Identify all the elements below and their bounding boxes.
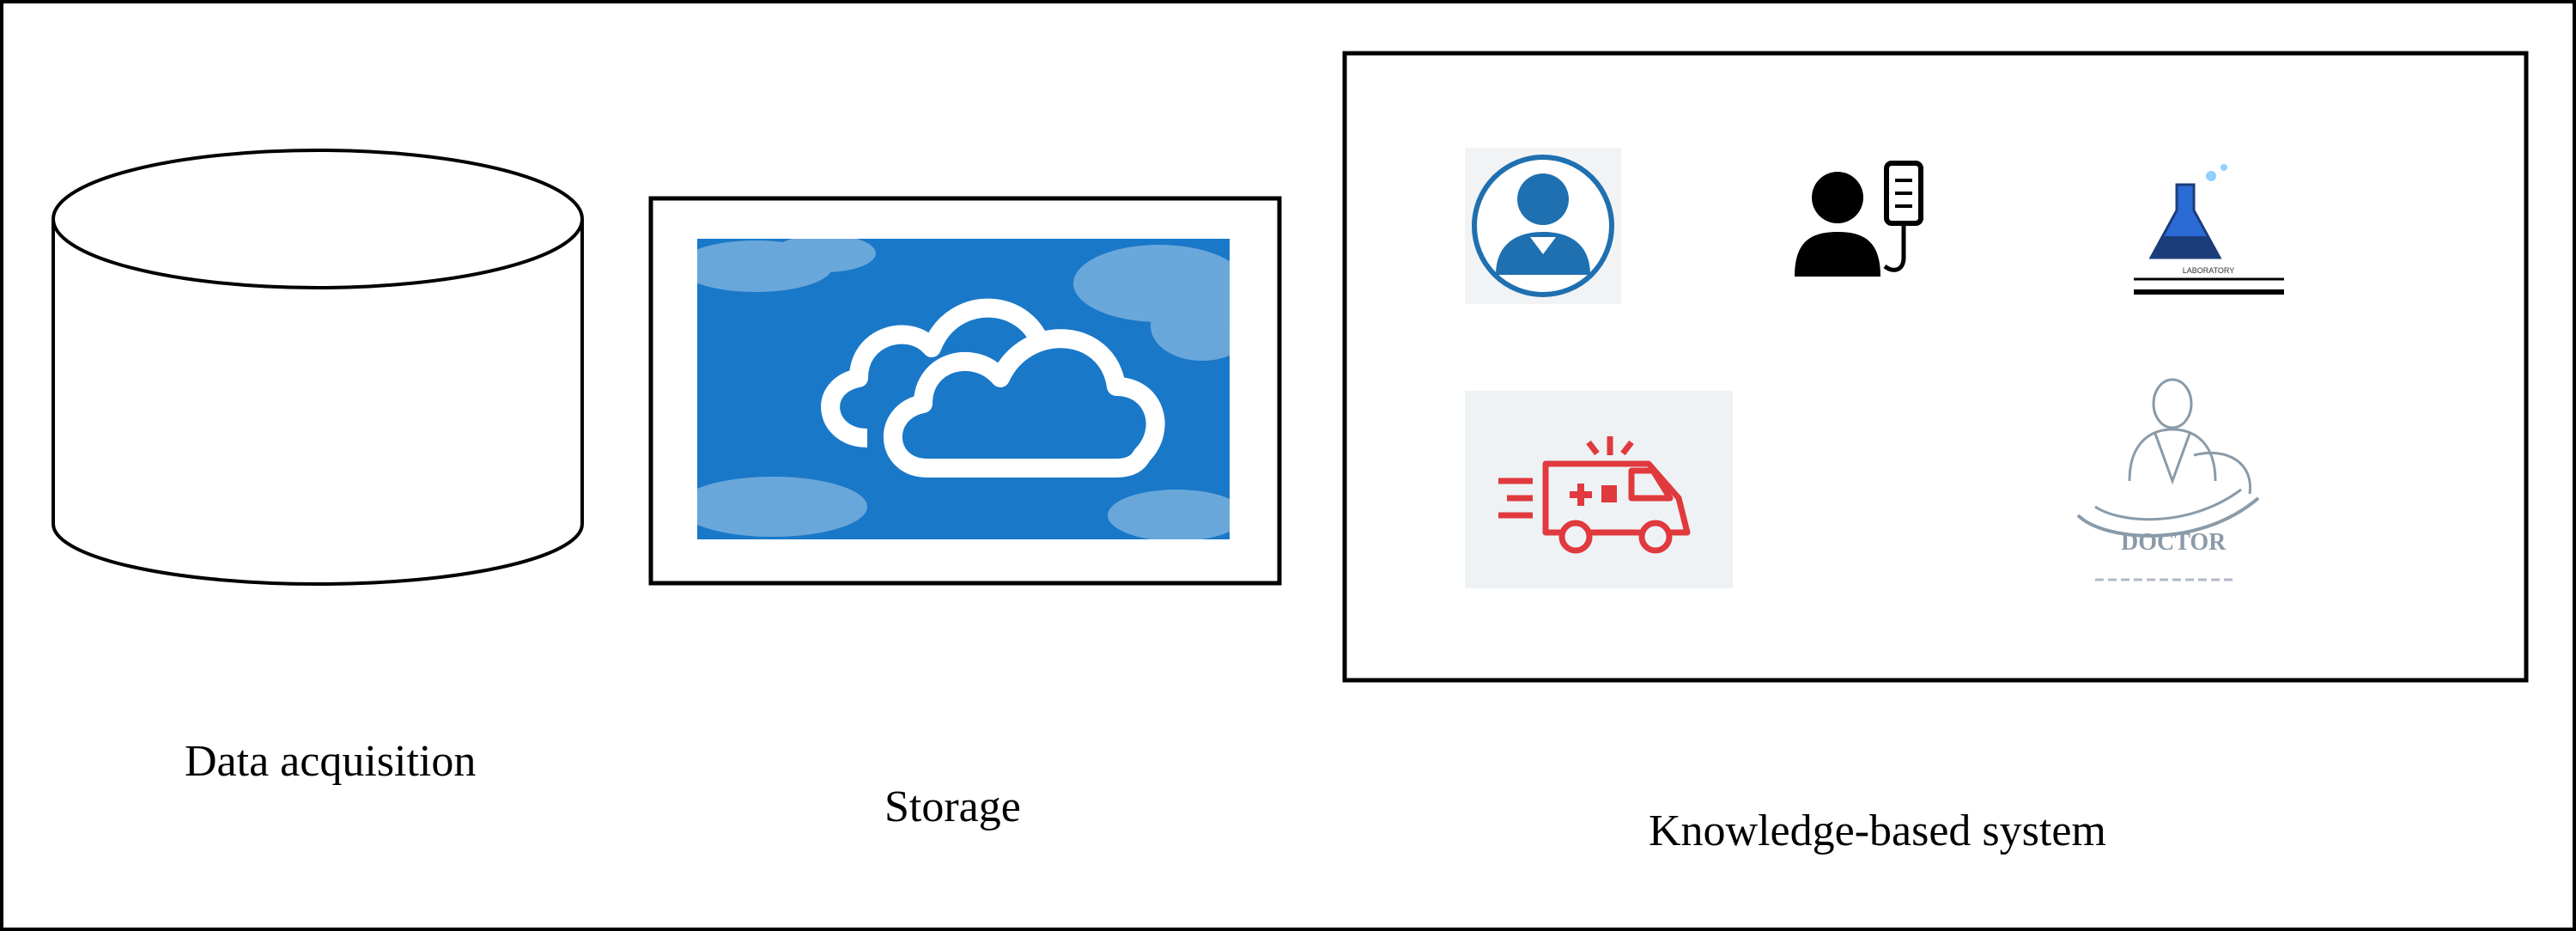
patient-iv-drip-icon [1795, 161, 1923, 277]
laboratory-flask-icon [2134, 164, 2284, 295]
doctor-logo-text: DOCTOR [2121, 529, 2227, 556]
knowledge-based-system-label: Knowledge-based system [1649, 806, 2106, 855]
cloud-storage-icon [648, 196, 1282, 586]
ambulance-icon [1465, 391, 1733, 588]
doctor-logo-icon [2076, 378, 2260, 538]
data-acquisition-label: Data acquisition [185, 737, 477, 786]
laboratory-logo-text: LABORATORY [2183, 266, 2235, 275]
database-cylinder-icon [52, 149, 584, 586]
doctor-avatar-icon [1465, 148, 1621, 304]
storage-label: Storage [884, 782, 1021, 831]
